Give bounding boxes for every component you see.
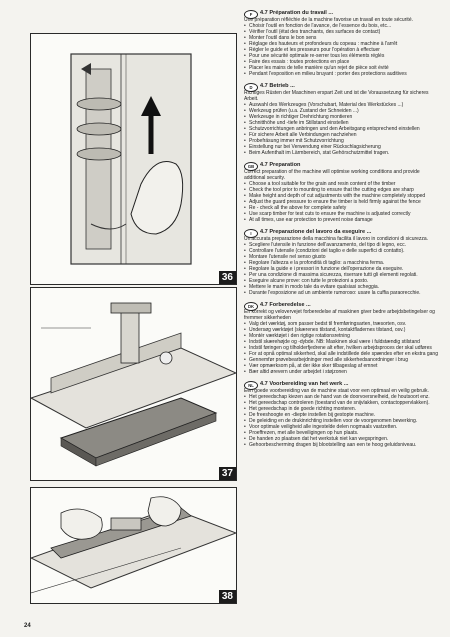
section-title: 4.7 Forberedelse ... [260, 302, 311, 308]
list-item: Pour une sécurité optimale re-serrer tou… [244, 53, 442, 59]
section-german: D 4.7 Betrieb ... Richtiges Rüsten der M… [244, 83, 442, 156]
section-intro: Een goede voorbereiding van de machine s… [244, 388, 429, 394]
list-item: Indstil skærehøjde og -dybde. NB: Maskin… [244, 339, 442, 345]
list-item: Adjust the guard pressure to ensure the … [244, 199, 442, 205]
list-item: Montare l'utensile nel senso giusto [244, 254, 442, 260]
list-item: Re - check all the above for complete sa… [244, 205, 442, 211]
test-cut-illustration [31, 488, 236, 603]
section-title: 4.7 Voorbereiding van het werk ... [260, 381, 349, 387]
list-item: Voor optimale veiligheid alle ingestelde… [244, 424, 442, 430]
section-title: 4.7 Preparazione del lavoro da eseguire … [260, 229, 372, 235]
bullet-list: Het gereedschap kiezen aan de hand van d… [244, 394, 442, 448]
section-title: 4.7 Betrieb ... [260, 83, 295, 89]
list-item: Regolare la guide e i pressori in funzio… [244, 266, 442, 272]
language-badge: DK [244, 302, 258, 311]
section-english: GB 4.7 Preparation Correct preparation o… [244, 162, 442, 223]
language-badge: I [244, 229, 258, 238]
list-item: Werkzeuge in richtiger Drehrichtung mont… [244, 114, 442, 120]
list-item: Choisir l'outil en fonction de l'avance,… [244, 23, 442, 29]
list-item: Placer les mains de telle manière qu'un … [244, 65, 442, 71]
bullet-list: Valg det værktøj, som passer bedst til f… [244, 321, 442, 375]
list-item: Regolare l'altezza e la profondità di ta… [244, 260, 442, 266]
bullet-list: Choisir l'outil en fonction de l'avance,… [244, 23, 442, 77]
section-dutch: NL 4.7 Voorbereiding van het werk ... Ee… [244, 381, 442, 448]
list-item: For at opnå optimal sikkerhed, skal alle… [244, 351, 442, 357]
list-item: Monter l'outil dans le bon sens [244, 35, 442, 41]
list-item: Beim Aufenthalt im Lärmbereich, stat Geh… [244, 150, 442, 156]
list-item: Pendant l'exposition en milieu bruyant :… [244, 71, 442, 77]
list-item: Auswahl des Werkzeuges (Vorschubart, Mat… [244, 102, 442, 108]
list-item: Valg det værktøj, som passer bedst til f… [244, 321, 442, 327]
list-item: De freeshoogte en -diepte instellen bij … [244, 412, 442, 418]
language-badge: F [244, 10, 258, 19]
list-item: Per una condizione di massima sicurezza,… [244, 272, 442, 278]
section-intro: Richtiges Rüsten der Maschinen erspart Z… [244, 90, 429, 102]
list-item: Probefräsung immer mit Schutzvorrichtung [244, 138, 442, 144]
section-french: F 4.7 Préparation du travail ... Une pré… [244, 10, 442, 77]
section-danish: DK 4.7 Forberedelse ... En korrekt og ve… [244, 302, 442, 375]
list-item: De handen zo plaatsen dat het werkstuk n… [244, 436, 442, 442]
list-item: De geleiding en de drukinrichting instel… [244, 418, 442, 424]
list-item: Make height and depth of cut adjustments… [244, 193, 442, 199]
page-number: 24 [24, 623, 31, 629]
list-item: Het gereedschap controleren (toestand va… [244, 400, 442, 406]
list-item: Indstil føringen og tilholderfjedrene al… [244, 345, 442, 351]
list-item: Réglage des hauteurs et profondeurs du c… [244, 41, 442, 47]
list-item: Werkzeug prüfen (u.a. Zustand der Schnei… [244, 108, 442, 114]
figure-38: 38 [30, 487, 237, 604]
language-badge: GB [244, 162, 258, 171]
list-item: Bær altid ørevern under arbejdet i støjz… [244, 369, 442, 375]
list-item: Montér værktøjet i den rigtige rotations… [244, 333, 442, 339]
list-item: Scegliere l'utensile in funzione dell'av… [244, 242, 442, 248]
fence-guard-illustration [31, 288, 236, 480]
list-item: Schnitthöhe und -tiefe im Stillstand ein… [244, 120, 442, 126]
language-badge: NL [244, 381, 258, 390]
figure-36: 36 [30, 33, 237, 285]
section-title: 4.7 Preparation [260, 162, 301, 168]
section-intro: Un'accurata preparazione della macchina … [244, 236, 429, 242]
instructions-column: F 4.7 Préparation du travail ... Une pré… [244, 10, 442, 454]
bullet-list: Scegliere l'utensile in funzione dell'av… [244, 242, 442, 296]
figure-number: 36 [218, 271, 236, 284]
list-item: Proeffrezen, met alle beveiligingen op h… [244, 430, 442, 436]
list-item: Durante l'esposizione ad un ambiente rum… [244, 290, 442, 296]
section-intro: En korrekt og velovervejet forberedelse … [244, 309, 435, 321]
list-item: Choose a tool suitable for the grain and… [244, 181, 442, 187]
list-item: Het gereedschap in de goede richting mon… [244, 406, 442, 412]
list-item: Controllare l'utensile (condizioni del t… [244, 248, 442, 254]
section-italian: I 4.7 Preparazione del lavoro da eseguir… [244, 229, 442, 296]
list-item: Use scarp timber for test cuts to ensure… [244, 211, 442, 217]
list-item: At all times, use ear protection to prev… [244, 217, 442, 223]
list-item: Mettere le mani in modo tale da evitare … [244, 284, 442, 290]
list-item: Undersøg værktøjet (skærenes tilstand, k… [244, 327, 442, 333]
list-item: Für sichere Arbeit alle Verbindungen nac… [244, 132, 442, 138]
figure-37: 37 [30, 287, 237, 481]
list-item: Het gereedschap kiezen aan de hand van d… [244, 394, 442, 400]
section-title: 4.7 Préparation du travail ... [260, 10, 334, 16]
figure-number: 38 [218, 590, 236, 603]
list-item: Faire des essais : toutes protections en… [244, 59, 442, 65]
figure-number: 37 [218, 467, 236, 480]
list-item: Vérifier l'outil (état des tranchants, d… [244, 29, 442, 35]
list-item: Eseguire alcune prove: con tutte le prot… [244, 278, 442, 284]
list-item: Gehoorbescherming dragen bij blootstelli… [244, 442, 442, 448]
list-item: Schutzvorrichtungen anbringen und den Ar… [244, 126, 442, 132]
bullet-list: Choose a tool suitable for the grain and… [244, 181, 442, 223]
section-intro: Correct preparation of the machine will … [244, 169, 420, 181]
bullet-list: Auswahl des Werkzeuges (Vorschubart, Mat… [244, 102, 442, 156]
spindle-tool-illustration [31, 34, 236, 284]
list-item: Régler le guide et les presseurs pour l'… [244, 47, 442, 53]
section-intro: Une préparation réfléchie de la machine … [244, 17, 413, 23]
list-item: Check the tool prior to mounting to ensu… [244, 187, 442, 193]
list-item: Einstellung nur bei Verwendung einer Rüc… [244, 144, 442, 150]
list-item: Vær opmærksom på, at der ikke sker tilba… [244, 363, 442, 369]
language-badge: D [244, 83, 258, 92]
list-item: Gennemfør prøvebearbejdninger med alle s… [244, 357, 442, 363]
